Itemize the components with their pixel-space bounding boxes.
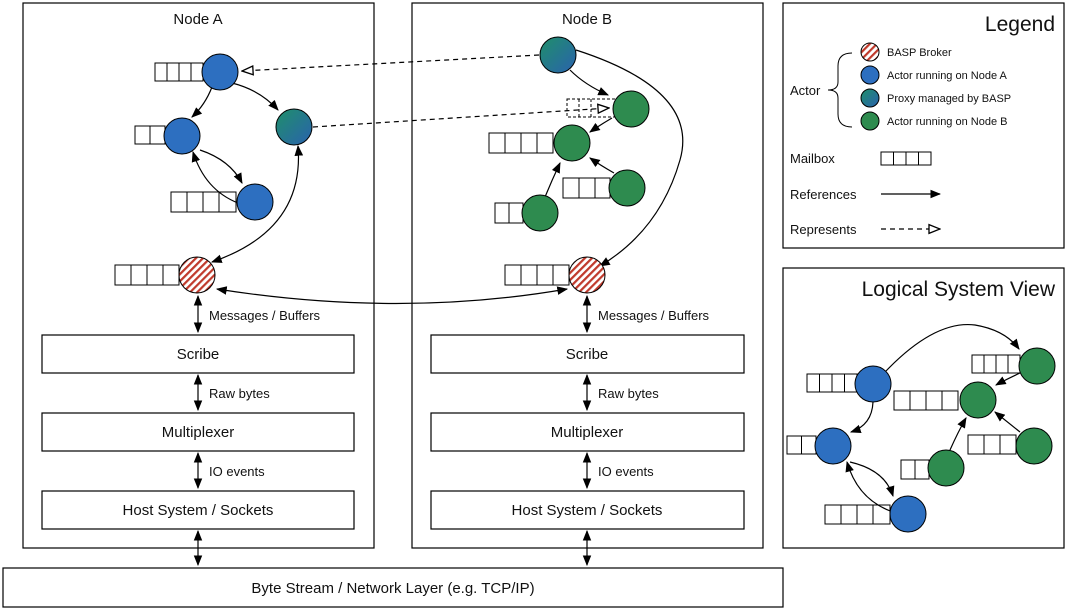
basp-broker xyxy=(568,256,606,294)
represents-arrow xyxy=(242,54,540,71)
legend-item-label: Proxy managed by BASP xyxy=(887,93,1011,105)
legend-actor-a-icon xyxy=(860,65,880,85)
proxy-actor xyxy=(539,36,577,74)
legend-represents-label: Represents xyxy=(790,222,857,237)
layer-label: Scribe xyxy=(177,346,220,363)
logical-view-title: Logical System View xyxy=(862,278,1056,301)
layer-label: Scribe xyxy=(566,346,609,363)
mailbox xyxy=(562,177,611,199)
reference-arrow xyxy=(849,461,895,498)
layer-label: Host System / Sockets xyxy=(123,502,274,519)
mailbox xyxy=(494,202,524,224)
reference-arrow xyxy=(995,372,1021,386)
mailbox xyxy=(824,504,891,525)
reference-arrow xyxy=(885,323,1020,372)
actor-node-a xyxy=(814,427,852,465)
network-layer-label: Byte Stream / Network Layer (e.g. TCP/IP… xyxy=(251,580,534,597)
reference-arrow xyxy=(569,69,609,96)
node-a-title: Node A xyxy=(173,11,222,28)
network-layer-box xyxy=(2,567,784,608)
layer-box xyxy=(41,490,355,530)
mailbox xyxy=(900,459,930,480)
link-label: Raw bytes xyxy=(598,386,659,401)
actor-node-b xyxy=(959,381,997,419)
node-b: Node B Messages / Buffers Scribe Raw byt… xyxy=(411,2,764,567)
actor-node-a xyxy=(854,365,892,403)
legend-actor-b-icon xyxy=(860,111,880,131)
mailbox xyxy=(504,264,570,286)
actor-node-b xyxy=(521,194,559,232)
mailbox xyxy=(806,373,858,393)
actor-node-a xyxy=(201,53,239,91)
legend-broker-icon xyxy=(860,42,880,62)
node-a: Node A Messages / Buffers Scribe Raw byt… xyxy=(22,2,375,567)
link-label: IO events xyxy=(598,464,654,479)
legend-references-label: References xyxy=(790,187,857,202)
reference-arrow xyxy=(231,82,279,111)
reference-arrow xyxy=(544,162,561,198)
reference-arrow xyxy=(949,417,967,451)
actor-node-a xyxy=(889,495,927,533)
legend-frame xyxy=(782,2,1065,249)
mailbox xyxy=(786,435,817,455)
layer-box xyxy=(430,334,745,374)
reference-arrow xyxy=(210,144,304,263)
layer-box xyxy=(430,412,745,452)
layer-box xyxy=(430,490,745,530)
link-label: Raw bytes xyxy=(209,386,270,401)
actor-node-a xyxy=(236,183,274,221)
legend-item-label: BASP Broker xyxy=(887,47,952,59)
legend-actor-label: Actor xyxy=(790,83,821,98)
reference-arrow xyxy=(575,49,684,267)
layer-label: Multiplexer xyxy=(551,424,624,441)
broker-connection-arrow xyxy=(215,286,569,305)
legend: Legend Actor BASP Broker Actor running o… xyxy=(782,2,1065,249)
logical-view-frame xyxy=(782,267,1065,549)
logical-system-view: Logical System View xyxy=(782,267,1065,549)
mailbox xyxy=(488,132,554,154)
actor-node-b xyxy=(608,169,646,207)
mailbox xyxy=(154,62,204,82)
actor-node-b xyxy=(927,449,965,487)
basp-broker xyxy=(178,256,216,294)
reference-arrow xyxy=(589,117,613,133)
link-label: Messages / Buffers xyxy=(598,308,710,323)
actor-node-b xyxy=(1018,347,1056,385)
actor-node-b xyxy=(553,124,591,162)
reference-arrow xyxy=(845,460,894,513)
legend-item-label: Actor running on Node B xyxy=(887,116,1007,128)
actor-node-b xyxy=(1015,427,1053,465)
proxy-actor xyxy=(275,108,313,146)
reference-arrow xyxy=(849,401,874,434)
legend-proxy-icon xyxy=(860,88,880,108)
legend-title: Legend xyxy=(985,13,1055,36)
link-label: IO events xyxy=(209,464,265,479)
mailbox xyxy=(134,125,166,145)
layer-box xyxy=(41,412,355,452)
mailbox xyxy=(893,390,959,411)
mailbox xyxy=(566,98,616,118)
actor-node-b xyxy=(612,90,650,128)
layer-label: Host System / Sockets xyxy=(512,502,663,519)
reference-arrow xyxy=(191,86,213,118)
node-b-title: Node B xyxy=(562,11,612,28)
reference-arrow xyxy=(589,157,615,174)
actor-node-a xyxy=(163,117,201,155)
mailbox xyxy=(971,354,1021,374)
reference-arrow xyxy=(994,411,1021,433)
legend-mailbox-label: Mailbox xyxy=(790,151,835,166)
represents-arrow xyxy=(312,108,609,128)
mailbox xyxy=(170,191,237,213)
layer-label: Multiplexer xyxy=(162,424,235,441)
legend-mailbox-icon xyxy=(880,151,932,166)
mailbox xyxy=(967,434,1017,455)
legend-brace xyxy=(827,52,853,128)
mailbox xyxy=(114,264,180,286)
legend-item-label: Actor running on Node A xyxy=(887,70,1008,82)
link-label: Messages / Buffers xyxy=(209,308,321,323)
layer-box xyxy=(41,334,355,374)
